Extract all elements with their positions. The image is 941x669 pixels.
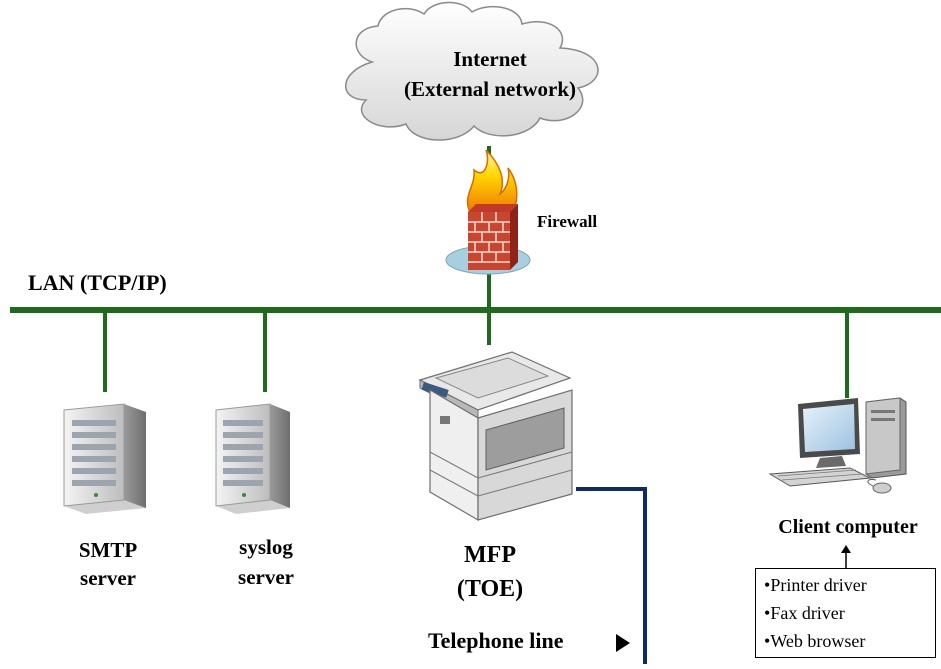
mfp-label-line1: MFP	[464, 542, 516, 568]
smtp-label-line2: server	[80, 566, 136, 590]
internet-label: Internet (External network)	[380, 44, 600, 104]
telephone-line	[576, 487, 647, 664]
list-item: •Web browser	[764, 631, 866, 651]
syslog-server-icon	[215, 403, 290, 514]
firewall-label: Firewall	[537, 212, 598, 231]
mfp-icon	[418, 351, 573, 522]
client-computer-label: Client computer	[778, 516, 918, 538]
mfp-label-line2: (TOE)	[456, 576, 524, 602]
list-item: •Printer driver	[764, 575, 867, 595]
arrow-up-icon	[841, 545, 851, 553]
client-computer-icon	[768, 397, 907, 494]
smtp-server-icon	[63, 403, 146, 514]
smtp-server-label: SMTP server	[60, 536, 156, 592]
lan-label: LAN (TCP/IP)	[28, 270, 167, 295]
syslog-label-line2: server	[238, 565, 294, 589]
syslog-label-line1: syslog	[239, 535, 293, 559]
mfp-label: MFP (TOE)	[440, 538, 540, 606]
firewall-icon	[445, 149, 531, 275]
cloud-icon	[345, 1, 599, 141]
telephone-arrow-icon	[616, 634, 630, 652]
list-item: •Fax driver	[764, 603, 845, 623]
syslog-server-label: syslog server	[218, 532, 314, 592]
internet-label-line2: (External network)	[403, 77, 577, 101]
list-item-text: Printer driver	[770, 575, 867, 595]
list-item-text: Fax driver	[770, 603, 845, 623]
telephone-line-label: Telephone line	[428, 628, 564, 653]
internet-label-line1: Internet	[453, 47, 527, 71]
client-software-list: •Printer driver •Fax driver •Web browser	[755, 568, 936, 658]
smtp-label-line1: SMTP	[78, 538, 138, 562]
list-item-text: Web browser	[770, 631, 866, 651]
